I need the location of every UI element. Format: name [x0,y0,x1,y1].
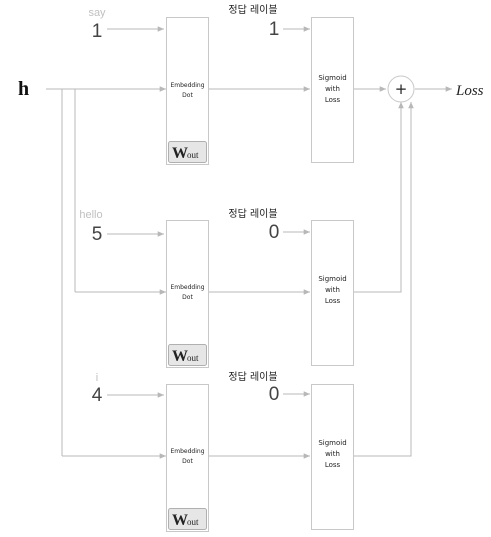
row-1-label-value: 1 [269,19,280,40]
sum-node [387,75,415,103]
row-3-word: i [96,372,98,384]
row-2-wout-main: W [172,348,188,365]
row-2-sigmoid-loss-box [311,220,354,366]
row-2-wout-box [168,344,207,366]
row-1: say 1 Embedding Dot W out 정답 레이블 1 Sigmo… [88,4,386,165]
row-1-word: say [88,7,106,19]
row-1-sigmoid-line2: with [325,85,340,93]
row-2-sigmoid-line3: Loss [325,297,341,305]
row-1-sigmoid-line1: Sigmoid [318,74,346,82]
row-3-sigmoid-loss-box [311,384,354,530]
row-3-dot-label: Dot [182,458,193,465]
row-3-embedding-label: Embedding [170,448,204,455]
row-2-sigmoid-to-sum-arrow [354,102,404,293]
row-2-correct-label-caption: 정답 레이블 [228,208,277,220]
row-2-sigmoid-line1: Sigmoid [318,275,346,283]
row-1-embedding-label: Embedding [170,82,204,89]
row-1-index: 1 [92,21,103,42]
row-3-embedding-dot-box [166,384,209,532]
row-3-correct-label-caption: 정답 레이블 [228,371,277,383]
row-3-wout-main: W [172,512,188,529]
row-1-sigmoid-line3: Loss [325,96,341,104]
row-2-word: hello [79,209,102,221]
row-3-index: 4 [92,385,103,406]
row-1-wout-main: W [172,145,188,162]
row-3-wout-sub: out [187,517,199,527]
input-h-label: h [18,78,29,100]
row-1-wout-sub: out [187,150,199,160]
row-3-sigmoid-to-sum-arrow [354,102,414,457]
row-2-wout-sub: out [187,353,199,363]
row-3: i 4 Embedding Dot W out 정답 레이블 0 Sigmoid… [92,102,414,532]
row-2-dot-label: Dot [182,294,193,301]
sum-node-plus-icon: + [395,80,408,98]
row-1-wout-box [168,141,207,163]
row-2: hello 5 Embedding Dot W out 정답 레이블 0 Sig… [79,102,404,368]
row-3-sigmoid-line2: with [325,450,340,458]
row-2-sigmoid-line2: with [325,286,340,294]
row-1-sigmoid-loss-box [311,17,354,163]
row-2-embedding-label: Embedding [170,284,204,291]
row-2-embedding-dot-box [166,220,209,368]
row-1-embedding-dot-box [166,17,209,165]
row-3-sigmoid-line3: Loss [325,461,341,469]
row-3-wout-box [168,508,207,530]
row-2-index: 5 [92,224,103,245]
row-3-sigmoid-line1: Sigmoid [318,439,346,447]
row-1-dot-label: Dot [182,92,193,99]
row-1-correct-label-caption: 정답 레이블 [228,4,277,16]
row-3-label-value: 0 [269,384,280,405]
row-2-label-value: 0 [269,222,280,243]
output-loss-label: Loss [455,83,484,99]
